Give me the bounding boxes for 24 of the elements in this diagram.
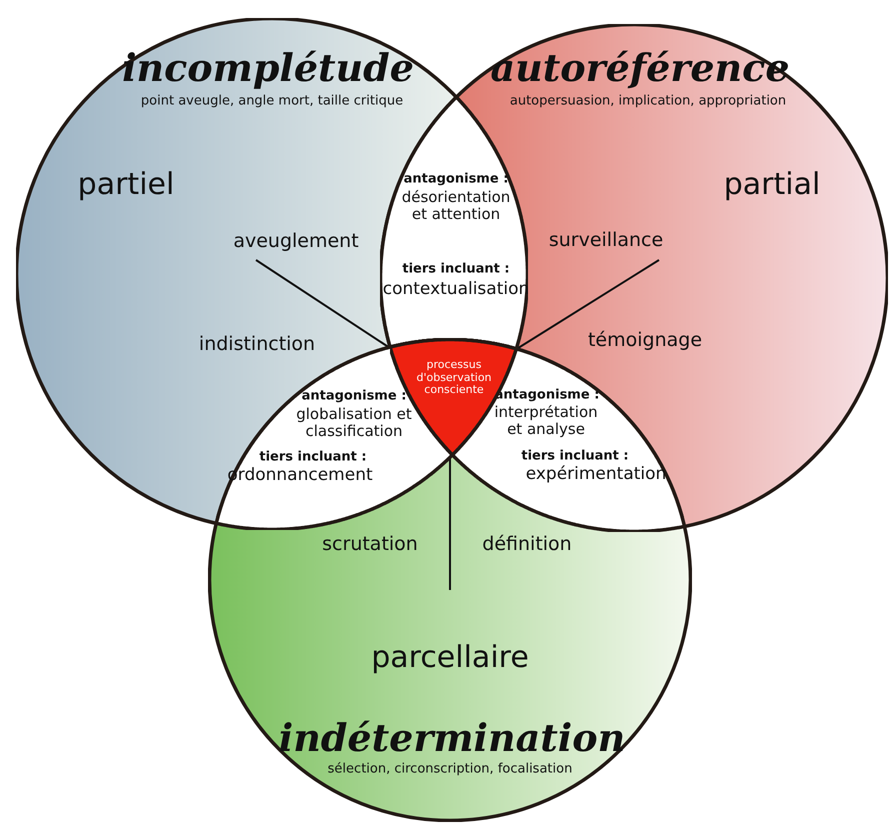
keyword-list: autopersuasion, implication, appropriation — [510, 94, 786, 110]
region-term: désorientation et attention — [400, 188, 512, 224]
term-label: indistinction — [198, 334, 316, 356]
region-heading: tiers incluant : — [521, 450, 629, 464]
region-heading: antagonisme : — [404, 172, 508, 188]
term-label: scrutation — [322, 534, 418, 556]
region-term: globalisation et classification — [295, 406, 413, 440]
circle-label: partiel — [78, 168, 174, 202]
term-label: surveillance — [548, 230, 664, 252]
region-term: expérimentation — [526, 465, 666, 485]
region-term: interprétation et analyse — [493, 404, 599, 438]
circle-label: partial — [724, 168, 820, 202]
region-heading: tiers incluant : — [259, 450, 367, 466]
keyword-list: point aveugle, angle mort, taille critique — [140, 94, 404, 110]
term-label: témoignage — [588, 330, 702, 352]
term-label: aveuglement — [233, 231, 359, 253]
center-label: processus d'observation consciente — [415, 359, 493, 397]
region-heading: tiers incluant : — [402, 262, 510, 278]
circle-label: parcellaire — [371, 640, 529, 676]
circle-heading: indétermination — [278, 716, 626, 760]
circle-heading: incomplétude — [122, 46, 414, 90]
keyword-list: sélection, circonscription, focalisation — [328, 762, 572, 778]
term-label: définition — [482, 534, 572, 556]
region-heading: antagonisme : — [302, 390, 406, 404]
